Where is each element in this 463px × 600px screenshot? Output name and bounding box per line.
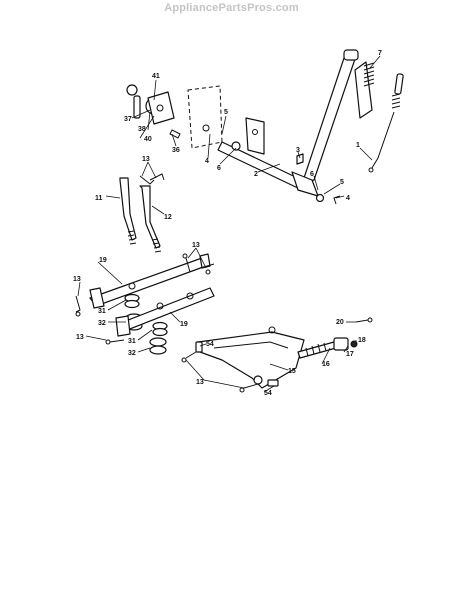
callout-32: 32 xyxy=(128,350,136,357)
callout-19: 19 xyxy=(180,321,188,328)
height-adjuster-knob xyxy=(126,84,181,139)
bolts xyxy=(195,341,279,387)
callouts: 41 37 38 40 36 5 4 6 3 2 1 7 6 5 4 13 11… xyxy=(73,50,382,397)
callout-32: 32 xyxy=(98,320,106,327)
callout-4: 4 xyxy=(205,158,209,165)
callout-6: 6 xyxy=(217,165,221,172)
site-header: AppliancePartsPros.com xyxy=(164,2,299,14)
adjustment-rod xyxy=(297,317,373,359)
callout-13: 13 xyxy=(192,242,200,249)
lift-cable xyxy=(368,73,404,173)
callout-19: 19 xyxy=(99,257,107,264)
callout-11: 11 xyxy=(95,195,103,202)
spring xyxy=(363,62,375,87)
callout-5: 5 xyxy=(224,109,228,116)
lift-arm-upper xyxy=(89,253,211,309)
callout-13: 13 xyxy=(142,156,150,163)
leader-lines xyxy=(77,55,381,393)
callout-6: 6 xyxy=(310,171,314,178)
callout-1: 1 xyxy=(356,142,360,149)
cross-shaft xyxy=(217,141,325,203)
callout-54: 54 xyxy=(206,341,214,348)
callout-38: 38 xyxy=(138,126,146,133)
lower-arm-washers xyxy=(149,321,168,355)
clevis-pins xyxy=(139,173,165,185)
lift-link-left xyxy=(119,177,137,245)
mounting-bracket xyxy=(245,117,265,155)
callout-15: 15 xyxy=(288,368,296,375)
callout-4: 4 xyxy=(346,195,350,202)
callout-54: 54 xyxy=(264,390,272,397)
callout-20: 20 xyxy=(336,319,344,326)
callout-13: 13 xyxy=(73,276,81,283)
callout-13: 13 xyxy=(196,379,204,386)
lift-arm-lower xyxy=(115,287,215,337)
callout-31: 31 xyxy=(128,338,136,345)
callout-41: 41 xyxy=(152,73,160,80)
retainer-clip xyxy=(296,153,341,205)
callout-40: 40 xyxy=(144,136,152,143)
front-hanger xyxy=(197,326,305,389)
callout-37: 37 xyxy=(124,116,132,123)
callout-2: 2 xyxy=(254,171,258,178)
callout-3: 3 xyxy=(296,147,300,154)
lift-handle xyxy=(301,49,373,185)
callout-5: 5 xyxy=(340,179,344,186)
lift-link-right xyxy=(139,185,162,253)
callout-31: 31 xyxy=(98,308,106,315)
callout-36: 36 xyxy=(172,147,180,154)
callout-17: 17 xyxy=(346,351,354,358)
callout-13: 13 xyxy=(76,334,84,341)
callout-16: 16 xyxy=(322,361,330,368)
mounting-plate xyxy=(187,85,223,149)
callout-18: 18 xyxy=(358,337,366,344)
callout-12: 12 xyxy=(164,214,172,221)
callout-7: 7 xyxy=(378,50,382,57)
